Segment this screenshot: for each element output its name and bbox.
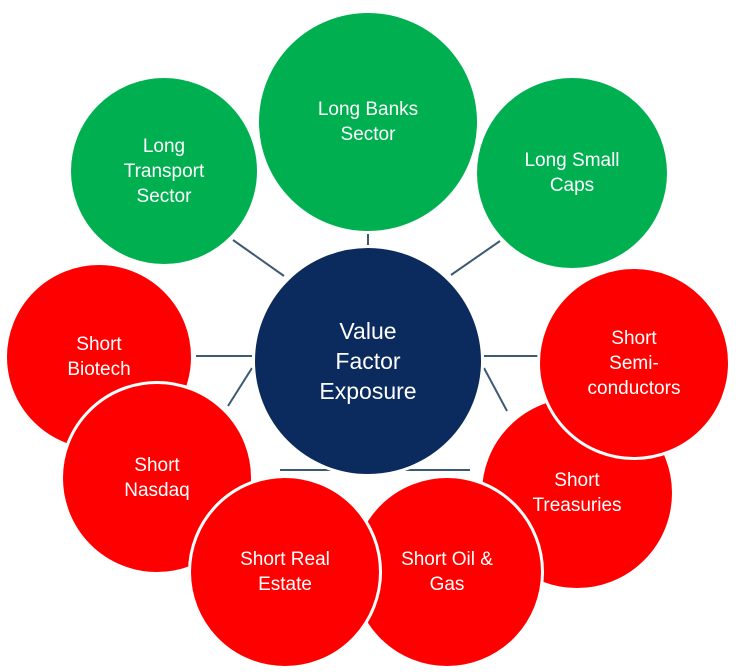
spoke-transport: [232, 239, 285, 277]
node-short-oil-gas: Short Oil & Gas: [350, 475, 544, 669]
node-short-nasdaq: Short Nasdaq: [60, 381, 254, 575]
spoke-small-caps: [450, 240, 501, 276]
node-short-real-estate: Short Real Estate: [188, 475, 382, 669]
node-long-transport-sector: Long Transport Sector: [68, 75, 260, 267]
node-label: Short Treasuries: [532, 470, 622, 516]
node-long-small-caps: Long Small Caps: [474, 75, 670, 271]
node-label: Short Biotech: [67, 334, 131, 380]
center-label: Value Factor Exposure: [319, 318, 417, 404]
node-label: Short Nasdaq: [124, 455, 190, 501]
node-label: Long Banks Sector: [317, 99, 419, 145]
node-short-semiconductors: Short Semi- conductors: [537, 266, 731, 460]
spoke-nasdaq: [227, 367, 253, 407]
node-label: Long Small Caps: [524, 150, 620, 196]
node-label: Short Semi- conductors: [587, 327, 681, 399]
node-label: Long Transport Sector: [123, 135, 205, 207]
node-value-factor-exposure: Value Factor Exposure: [252, 245, 484, 477]
node-label: Short Real Estate: [240, 549, 330, 595]
spoke-treasuries: [483, 367, 508, 412]
node-label: Short Oil & Gas: [401, 549, 493, 595]
node-long-banks-sector: Long Banks Sector: [256, 10, 480, 234]
